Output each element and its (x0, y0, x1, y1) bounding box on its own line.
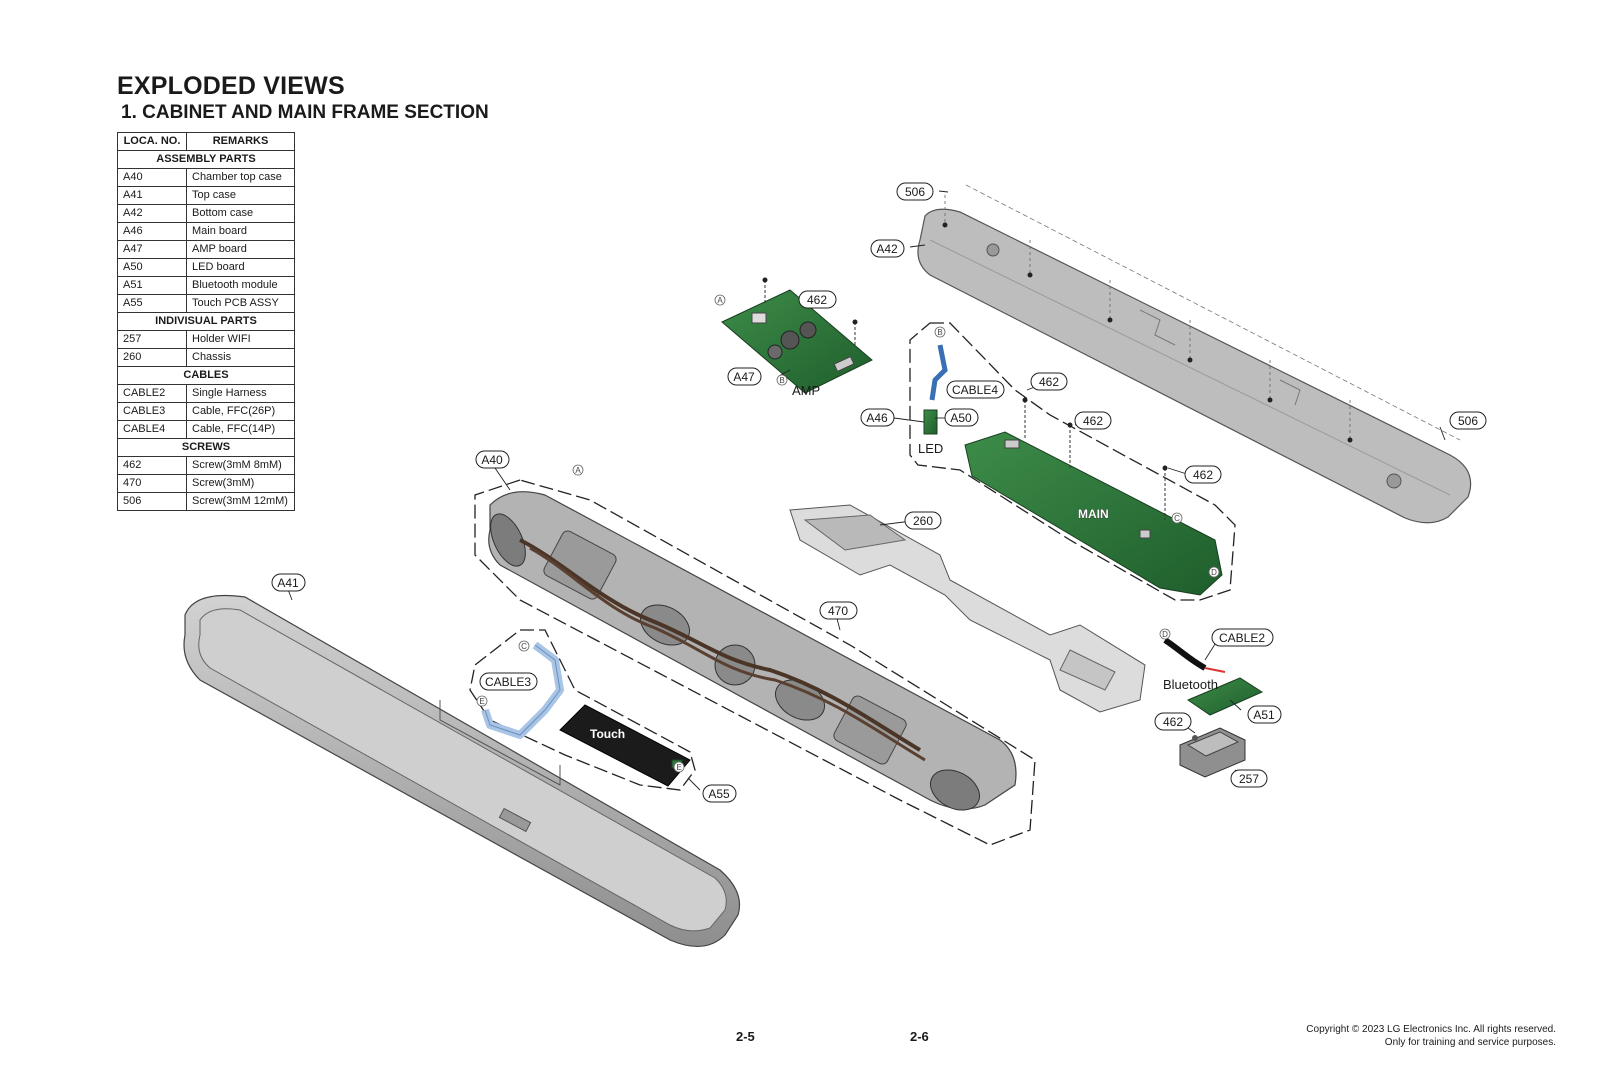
ref-d-main: D (1211, 568, 1217, 577)
page-title: EXPLODED VIEWS (117, 72, 345, 100)
ref-e-cable: E (479, 697, 484, 706)
callout-260: 260 (913, 514, 933, 528)
callout-a51: A51 (1253, 708, 1275, 722)
callout-462-b: 462 (1083, 414, 1103, 428)
remark-cell: Cable, FFC(14P) (186, 420, 295, 439)
remark-cell: Screw(3mM 8mM) (186, 456, 295, 475)
usage-line: Only for training and service purposes. (1384, 1037, 1556, 1048)
page-number-left: 2-5 (736, 1029, 755, 1044)
cable2-harness (1163, 637, 1226, 673)
top-case-a41 (183, 594, 741, 947)
remark-cell: Cable, FFC(26P) (186, 402, 295, 421)
label-amp: AMP (792, 383, 820, 398)
chassis-260 (789, 504, 1146, 713)
callout-257: 257 (1239, 772, 1259, 786)
callout-a55: A55 (708, 787, 730, 801)
holder-wifi-257 (1179, 727, 1246, 778)
section-heading-screws: SCREWS (117, 438, 295, 457)
ref-b-amp: B (779, 376, 784, 385)
remark-cell: AMP board (186, 240, 295, 259)
callout-462-a: 462 (1039, 375, 1059, 389)
ref-a-amp: A (717, 296, 723, 305)
section-heading-individual: INDIVISUAL PARTS (117, 312, 295, 331)
callout-a40: A40 (481, 453, 503, 467)
table-section-row: SCREWS (117, 438, 295, 457)
loc-cell: A51 (117, 276, 187, 295)
section-title: 1. CABINET AND MAIN FRAME SECTION (121, 102, 489, 123)
ref-c-main: C (1174, 514, 1180, 523)
callout-a50: A50 (950, 411, 972, 425)
remark-cell: Bluetooth module (186, 276, 295, 295)
ref-c-cable: C (521, 642, 527, 651)
touch-group-outline (469, 629, 696, 791)
callout-ovals (271, 182, 1487, 803)
callout-462-amp: 462 (807, 293, 827, 307)
cable3-ffc (481, 641, 564, 739)
loc-cell: A40 (117, 168, 187, 187)
callout-506-right: 506 (1458, 414, 1478, 428)
callout-470: 470 (828, 604, 848, 618)
callout-cable2: CABLE2 (1219, 631, 1265, 645)
copyright-notice: Copyright © 2023 LG Electronics Inc. All… (1306, 1023, 1556, 1049)
ref-a-chamber: A (575, 466, 581, 475)
loc-cell: CABLE2 (117, 384, 187, 403)
remark-cell: Touch PCB ASSY (186, 294, 295, 313)
label-touch: Touch (590, 727, 625, 741)
callout-a41: A41 (277, 576, 299, 590)
amp-board-a47 (721, 277, 873, 394)
callout-a42: A42 (876, 242, 898, 256)
table-section-row: INDIVISUAL PARTS (117, 312, 295, 331)
chamber-top-case-a40 (488, 491, 1017, 811)
connector-ref-circles (476, 294, 1220, 773)
callout-a46: A46 (866, 411, 888, 425)
loc-cell: 506 (117, 492, 187, 511)
loc-cell: 470 (117, 474, 187, 493)
callout-a47: A47 (733, 370, 755, 384)
touch-pcb-a55 (559, 704, 691, 787)
callout-506-top: 506 (905, 185, 925, 199)
copyright-line: Copyright © 2023 LG Electronics Inc. All… (1306, 1024, 1556, 1035)
ref-d-cable2: D (1162, 630, 1168, 639)
callout-462-bt: 462 (1163, 715, 1183, 729)
callout-cable4: CABLE4 (952, 383, 998, 397)
ref-b-cable: B (937, 328, 942, 337)
led-board-a50 (923, 344, 948, 435)
remark-cell: Screw(3mM 12mM) (186, 492, 295, 511)
page-number-right: 2-6 (910, 1029, 929, 1044)
bottom-case-a42 (917, 184, 1472, 524)
bluetooth-module-a51 (1186, 677, 1264, 716)
label-bluetooth: Bluetooth (1163, 677, 1218, 692)
callout-462-c: 462 (1193, 468, 1213, 482)
remark-cell: Chamber top case (186, 168, 295, 187)
ref-e-touch: E (676, 763, 681, 772)
callout-cable3: CABLE3 (485, 675, 531, 689)
loc-cell: A47 (117, 240, 187, 259)
label-led: LED (918, 441, 943, 456)
main-board-a46 (964, 397, 1223, 596)
remark-cell: Bottom case (186, 204, 295, 223)
label-main: MAIN (1078, 507, 1109, 521)
chamber-group-outline (474, 479, 1036, 846)
remark-cell: LED board (186, 258, 295, 277)
remark-cell: Holder WIFI (186, 330, 295, 349)
